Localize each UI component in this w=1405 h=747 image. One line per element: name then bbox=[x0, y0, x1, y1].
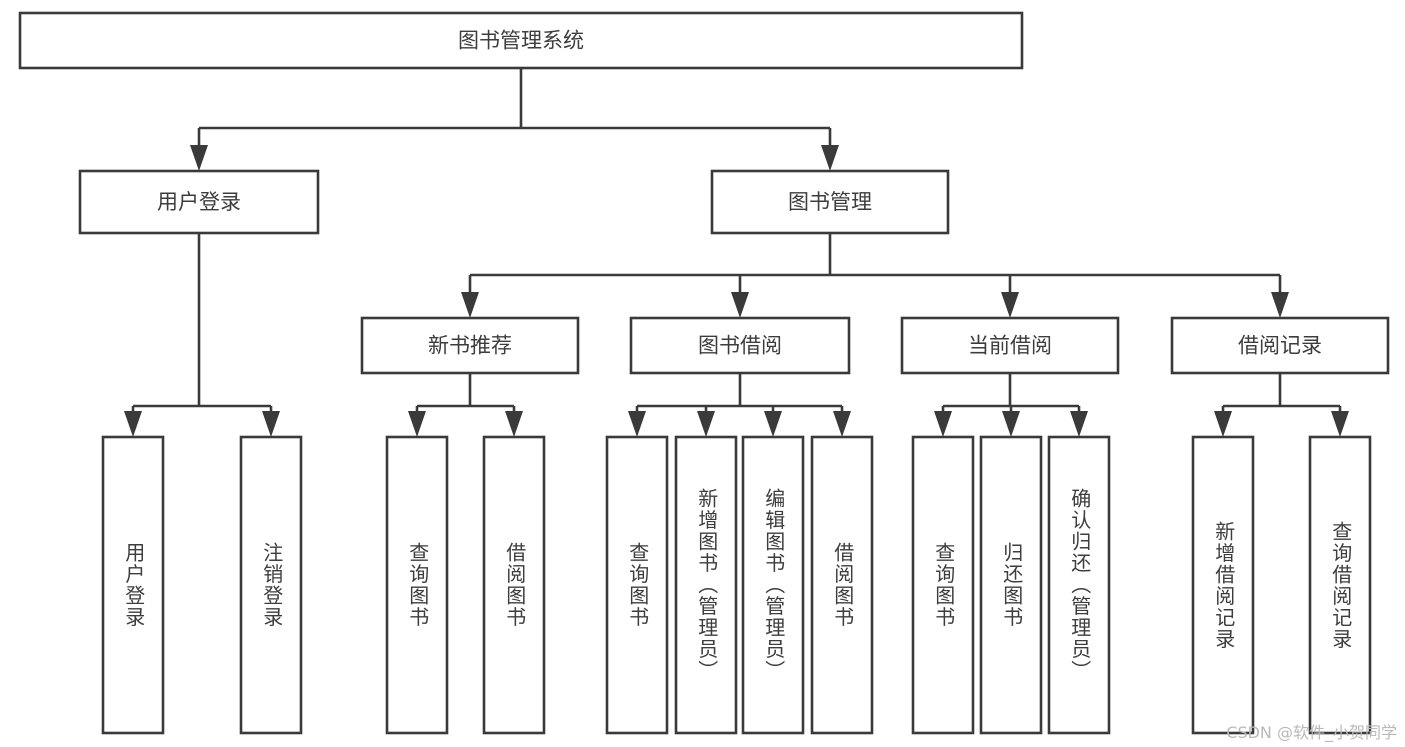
node-level1-label-1: 图书管理 bbox=[788, 190, 872, 214]
node-leaf-box-12[interactable] bbox=[1308, 435, 1372, 735]
node-level2-label-3: 借阅记录 bbox=[1238, 334, 1322, 358]
arrow-head-icon bbox=[505, 411, 523, 437]
node-level2-box-2[interactable] bbox=[900, 316, 1120, 375]
arrow-head-icon bbox=[262, 411, 280, 437]
arrow-head-icon bbox=[1214, 411, 1232, 437]
arrow-head-icon bbox=[461, 292, 479, 318]
arrow-head-icon bbox=[764, 411, 782, 437]
node-root-label: 图书管理系统 bbox=[458, 29, 584, 53]
node-leaf-box-3[interactable] bbox=[482, 435, 546, 735]
arrow-head-icon bbox=[731, 292, 749, 318]
arrow-head-icon bbox=[190, 145, 208, 171]
node-level2-box-3[interactable] bbox=[1170, 316, 1390, 375]
node-leaf-box-1[interactable] bbox=[239, 435, 303, 735]
node-level2-label-1: 图书借阅 bbox=[698, 334, 782, 358]
arrow-head-icon bbox=[934, 411, 952, 437]
arrow-head-icon bbox=[124, 411, 142, 437]
arrow-head-icon bbox=[1001, 292, 1019, 318]
arrow-head-icon bbox=[833, 411, 851, 437]
node-leaf-box-4[interactable] bbox=[605, 435, 669, 735]
node-level1-box-1[interactable] bbox=[710, 169, 950, 235]
node-leaf-box-10[interactable] bbox=[1047, 435, 1111, 735]
arrow-head-icon bbox=[1331, 411, 1349, 437]
node-level2-label-2: 当前借阅 bbox=[968, 334, 1052, 358]
node-root-box[interactable] bbox=[18, 11, 1024, 70]
node-level1-label-0: 用户登录 bbox=[157, 190, 241, 214]
node-leaf-box-2[interactable] bbox=[385, 435, 449, 735]
arrow-head-icon bbox=[628, 411, 646, 437]
watermark-text: CSDN @软件_小贺同学 bbox=[1226, 723, 1397, 742]
arrow-head-icon bbox=[1070, 411, 1088, 437]
edge-group bbox=[124, 68, 1349, 437]
node-leaf-box-5[interactable] bbox=[674, 435, 738, 735]
arrow-head-icon bbox=[408, 411, 426, 437]
arrow-head-icon bbox=[1271, 292, 1289, 318]
node-leaf-box-9[interactable] bbox=[979, 435, 1043, 735]
node-level2-box-0[interactable] bbox=[360, 316, 580, 375]
node-leaf-box-7[interactable] bbox=[810, 435, 874, 735]
node-level2-label-0: 新书推荐 bbox=[428, 334, 512, 358]
arrow-head-icon bbox=[1002, 411, 1020, 437]
node-box-group bbox=[18, 11, 1390, 735]
node-leaf-box-6[interactable] bbox=[741, 435, 805, 735]
node-leaf-box-0[interactable] bbox=[101, 435, 165, 735]
arrow-head-icon bbox=[821, 145, 839, 171]
arrow-head-icon bbox=[697, 411, 715, 437]
node-level1-box-0[interactable] bbox=[78, 169, 320, 235]
node-leaf-box-8[interactable] bbox=[911, 435, 975, 735]
node-leaf-box-11[interactable] bbox=[1191, 435, 1255, 735]
node-level2-box-1[interactable] bbox=[629, 316, 851, 375]
